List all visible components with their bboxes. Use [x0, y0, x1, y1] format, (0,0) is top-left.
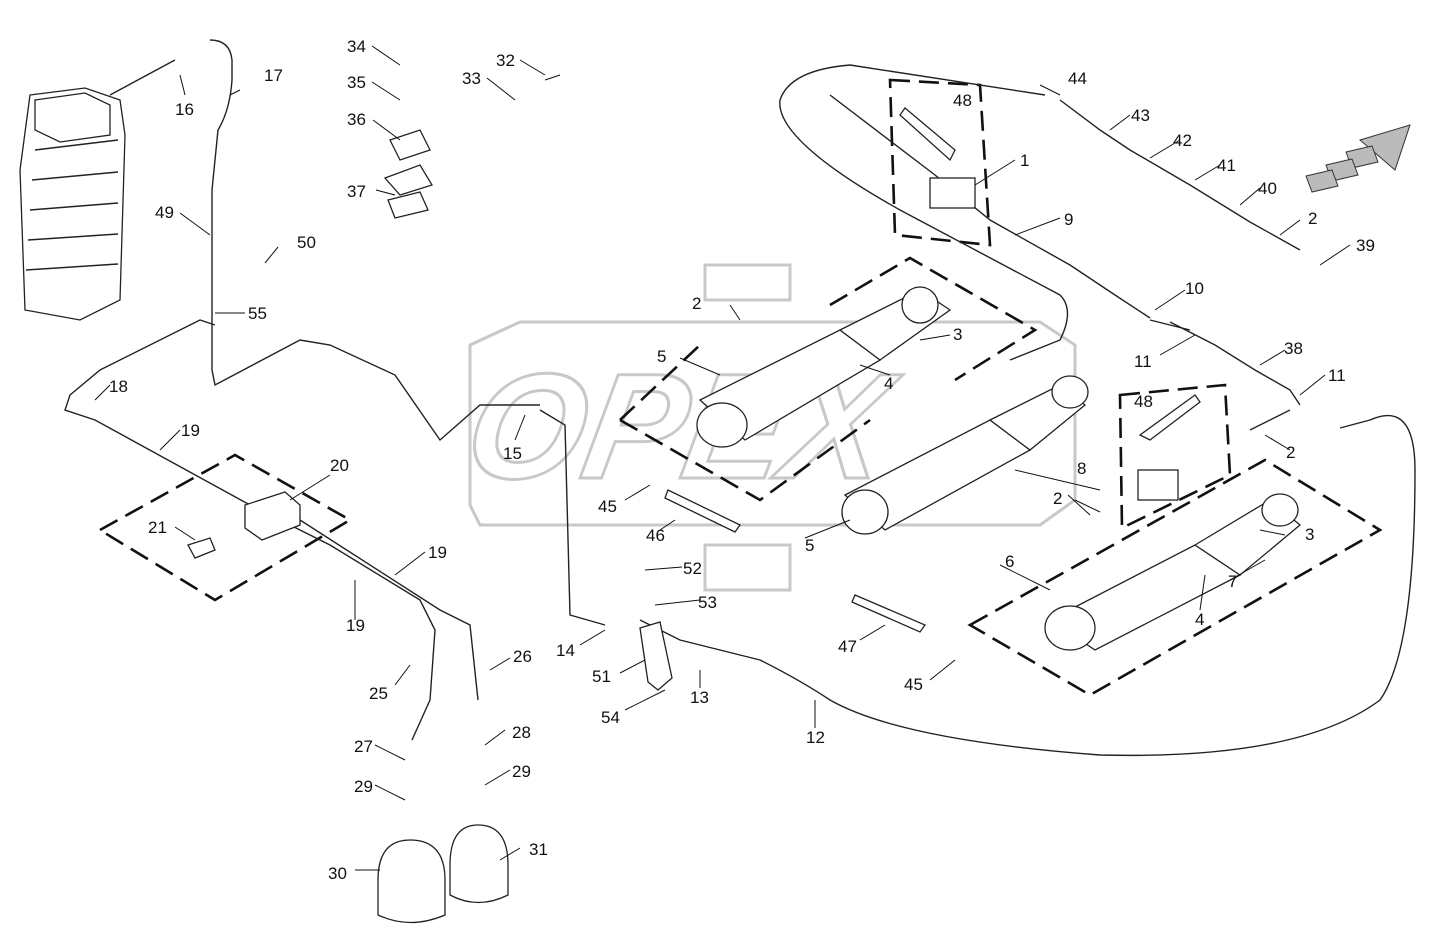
callout-9: 9	[1064, 210, 1073, 229]
callout-30: 30	[328, 864, 347, 883]
callout-19: 19	[428, 543, 447, 562]
callout-48: 48	[953, 91, 972, 110]
callout-29: 29	[512, 762, 531, 781]
callout-52: 52	[683, 559, 702, 578]
callout-10: 10	[1185, 279, 1204, 298]
callout-1: 1	[1020, 151, 1029, 170]
direction-arrow	[1305, 124, 1411, 193]
callout-19: 19	[181, 421, 200, 440]
callout-53: 53	[698, 593, 717, 612]
callout-26: 26	[513, 647, 532, 666]
hydraulic-lines	[64, 39, 1416, 757]
callout-31: 31	[529, 840, 548, 859]
callout-11: 11	[1328, 366, 1346, 385]
callout-34: 34	[347, 37, 366, 56]
callout-2: 2	[1053, 489, 1062, 508]
callout-7: 7	[1228, 572, 1237, 591]
callout-5: 5	[805, 536, 814, 555]
callout-2: 2	[1308, 209, 1317, 228]
cylinder-2	[841, 375, 1089, 535]
callout-41: 41	[1217, 156, 1236, 175]
callout-11: 11	[1134, 352, 1152, 371]
callout-46: 46	[646, 526, 665, 545]
callout-14: 14	[556, 641, 575, 660]
callout-55: 55	[248, 304, 267, 323]
callout-51: 51	[592, 667, 611, 686]
callout-54: 54	[601, 708, 620, 727]
callout-20: 20	[330, 456, 349, 475]
callout-42: 42	[1173, 131, 1192, 150]
callout-36: 36	[347, 110, 366, 129]
callout-18: 18	[109, 377, 128, 396]
callout-2: 2	[1286, 443, 1295, 462]
leader-lines	[94, 45, 1351, 871]
callout-4: 4	[1195, 610, 1204, 629]
callout-19: 19	[346, 616, 365, 635]
callout-29: 29	[354, 777, 373, 796]
callout-45: 45	[904, 675, 923, 694]
callout-6: 6	[1005, 552, 1014, 571]
callout-5: 5	[657, 347, 666, 366]
assembly-outlines	[97, 78, 1383, 697]
callout-16: 16	[175, 100, 194, 119]
callout-4: 4	[884, 374, 893, 393]
callout-49: 49	[155, 203, 174, 222]
callout-12: 12	[806, 728, 825, 747]
callout-35: 35	[347, 73, 366, 92]
callout-37: 37	[347, 182, 366, 201]
callout-47: 47	[838, 637, 857, 656]
callout-13: 13	[690, 688, 709, 707]
callout-43: 43	[1131, 106, 1150, 125]
control-valve-block	[19, 87, 126, 321]
callout-48: 48	[1134, 392, 1153, 411]
callout-2: 2	[692, 294, 701, 313]
callout-38: 38	[1284, 339, 1303, 358]
callout-15: 15	[503, 444, 522, 463]
callouts: 1 2 2 2 2 3 3 4 4 5 5 6 7 8 9 10 11 11 1…	[109, 37, 1375, 883]
callout-50: 50	[297, 233, 316, 252]
misc-parts	[187, 107, 1201, 924]
callout-28: 28	[512, 723, 531, 742]
callout-3: 3	[1305, 525, 1314, 544]
callout-25: 25	[369, 684, 388, 703]
callout-44: 44	[1068, 69, 1087, 88]
callout-32: 32	[496, 51, 515, 70]
callout-39: 39	[1356, 236, 1375, 255]
callout-27: 27	[354, 737, 373, 756]
cylinder-1	[696, 286, 952, 448]
callout-8: 8	[1077, 459, 1086, 478]
callout-40: 40	[1258, 179, 1277, 198]
cylinder-3	[1044, 493, 1302, 651]
callout-33: 33	[462, 69, 481, 88]
callout-21: 21	[148, 518, 167, 537]
callout-17: 17	[264, 66, 283, 85]
callout-45: 45	[598, 497, 617, 516]
callout-3: 3	[953, 325, 962, 344]
